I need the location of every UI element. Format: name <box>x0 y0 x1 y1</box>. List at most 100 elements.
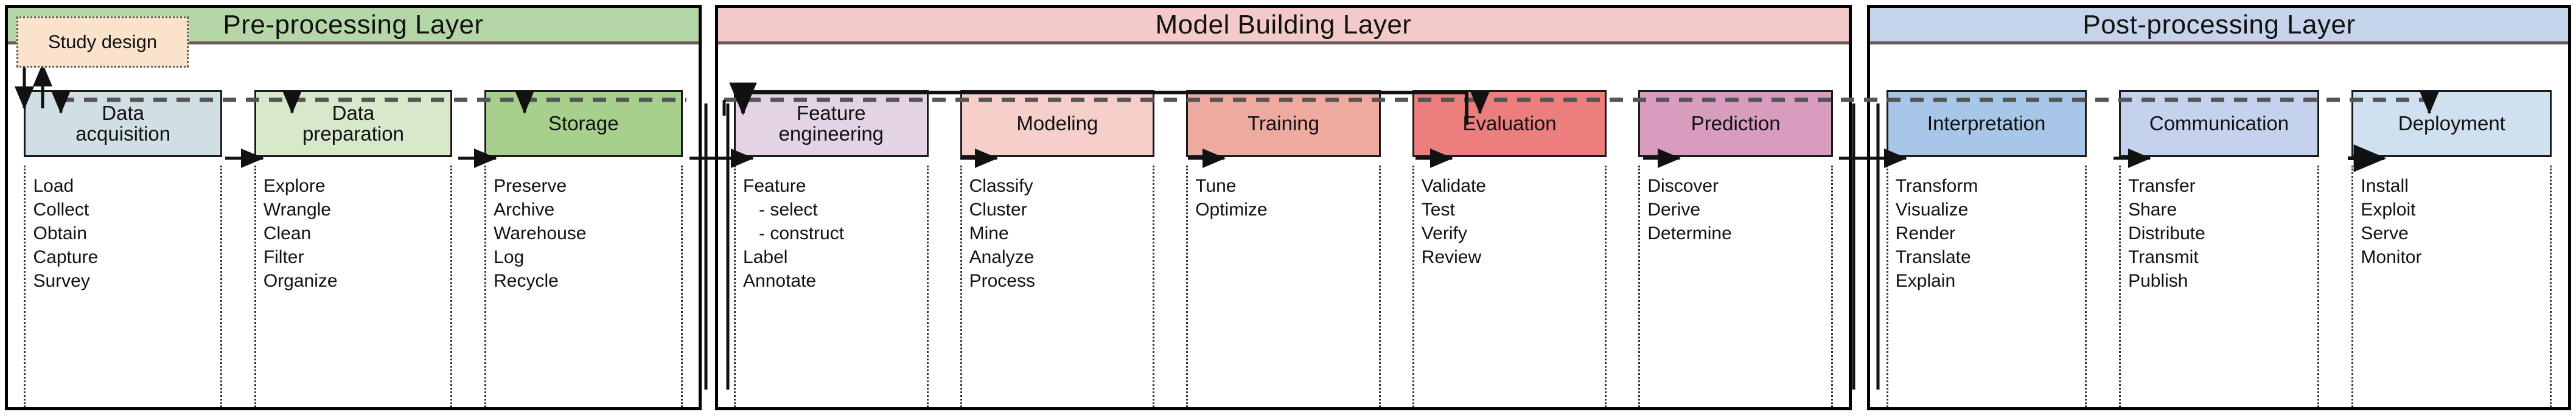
stage-box-communication[interactable]: Communication <box>2119 90 2319 157</box>
stage-box-feature-engineering[interactable]: Feature engineering <box>734 90 929 157</box>
list-item: Label <box>743 247 788 267</box>
item-list-training: Tune Optimize <box>1186 166 1381 407</box>
list-item: - select <box>759 200 818 220</box>
list-item: Transform <box>1895 176 1978 196</box>
list-item: Validate <box>1421 176 1486 196</box>
list-item: Visualize <box>1895 200 1969 220</box>
item-list-modeling: Classify Cluster Mine Analyze Process <box>960 166 1155 407</box>
layer-header-model-building: Model Building Layer <box>718 8 1849 44</box>
columns-pre-processing: Data acquisition Load Collect Obtain Cap… <box>8 44 699 407</box>
stage-label-deployment: Deployment <box>2396 113 2508 134</box>
column-data-acquisition: Data acquisition Load Collect Obtain Cap… <box>8 44 238 407</box>
list-item: Survey <box>33 271 90 291</box>
item-list-evaluation: Validate Test Verify Review <box>1412 166 1607 407</box>
column-prediction: Prediction Discover Derive Determine <box>1622 44 1849 407</box>
stage-label-data-acquisition: Data acquisition <box>73 103 173 144</box>
stage-label-communication: Communication <box>2147 113 2291 134</box>
list-item: Exploit <box>2361 200 2416 220</box>
stage-box-prediction[interactable]: Prediction <box>1638 90 1833 157</box>
stage-line-1: Deployment <box>2398 112 2505 135</box>
list-item: Transmit <box>2128 247 2199 267</box>
list-item: Warehouse <box>494 223 587 243</box>
list-item: Obtain <box>33 223 87 243</box>
column-storage: Storage Preserve Archive Warehouse Log R… <box>469 44 699 407</box>
stage-line-1: Communication <box>2149 112 2289 135</box>
layer-pre-processing: Pre-processing Layer Study design Data a… <box>5 5 702 410</box>
layer-title-post-processing: Post-processing Layer <box>2082 9 2356 40</box>
stage-line-1: Feature <box>796 102 866 125</box>
list-item: Publish <box>2128 271 2188 291</box>
stage-label-storage: Storage <box>546 113 621 134</box>
stage-line-1: Modeling <box>1016 112 1098 135</box>
list-item: Install <box>2361 176 2409 196</box>
list-item: Clean <box>263 223 312 243</box>
study-design-label: Study design <box>47 31 158 52</box>
stage-box-data-acquisition[interactable]: Data acquisition <box>24 90 222 157</box>
stage-box-deployment[interactable]: Deployment <box>2351 90 2552 157</box>
layer-title-pre-processing: Pre-processing Layer <box>223 9 484 40</box>
list-item: Determine <box>1647 223 1732 243</box>
list-item: Serve <box>2361 223 2409 243</box>
item-list-interpretation: Transform Visualize Render Translate Exp… <box>1886 166 2087 407</box>
columns-model-building: Feature engineering Feature - select - c… <box>718 44 1849 407</box>
column-data-preparation: Data preparation Explore Wrangle Clean F… <box>238 44 468 407</box>
stage-line-1: Storage <box>548 112 619 135</box>
list-item: Monitor <box>2361 247 2422 267</box>
stage-line-1: Data <box>102 102 145 125</box>
stage-box-storage[interactable]: Storage <box>484 90 683 157</box>
list-item: Test <box>1421 200 1455 220</box>
stage-box-data-preparation[interactable]: Data preparation <box>254 90 453 157</box>
list-item: Log <box>494 247 525 267</box>
item-list-storage: Preserve Archive Warehouse Log Recycle <box>484 166 683 407</box>
column-deployment: Deployment Install Exploit Serve Monitor <box>2336 44 2568 407</box>
column-training: Training Tune Optimize <box>1170 44 1397 407</box>
stage-label-feature-engineering: Feature engineering <box>777 103 886 144</box>
stage-box-interpretation[interactable]: Interpretation <box>1886 90 2087 157</box>
list-item: Translate <box>1895 247 1971 267</box>
column-interpretation: Interpretation Transform Visualize Rende… <box>1870 44 2103 407</box>
item-list-feature-engineering: Feature - select - construct Label Annot… <box>734 166 929 407</box>
list-item: Mine <box>969 223 1009 243</box>
list-item: Explore <box>263 176 326 196</box>
item-list-deployment: Install Exploit Serve Monitor <box>2351 166 2552 407</box>
list-item: Feature <box>743 176 806 196</box>
stage-line-1: Evaluation <box>1462 112 1557 135</box>
list-item: Filter <box>263 247 304 267</box>
list-item: Capture <box>33 247 99 267</box>
list-item: Review <box>1421 247 1482 267</box>
stage-label-modeling: Modeling <box>1014 113 1100 134</box>
list-item: Wrangle <box>263 200 331 220</box>
stage-line-2: engineering <box>778 122 884 145</box>
stage-label-prediction: Prediction <box>1689 113 1783 134</box>
list-item: Derive <box>1647 200 1701 220</box>
item-list-communication: Transfer Share Distribute Transmit Publi… <box>2119 166 2319 407</box>
list-item: Annotate <box>743 271 817 291</box>
list-item: Collect <box>33 200 89 220</box>
stage-label-training: Training <box>1245 113 1322 134</box>
layer-header-post-processing: Post-processing Layer <box>1870 8 2568 44</box>
stage-label-evaluation: Evaluation <box>1461 113 1559 134</box>
item-list-prediction: Discover Derive Determine <box>1638 166 1833 407</box>
stage-line-1: Prediction <box>1691 112 1781 135</box>
stage-label-interpretation: Interpretation <box>1925 113 2048 134</box>
columns-post-processing: Interpretation Transform Visualize Rende… <box>1870 44 2568 407</box>
stage-line-1: Data <box>332 102 375 125</box>
stage-box-evaluation[interactable]: Evaluation <box>1412 90 1607 157</box>
list-item: Render <box>1895 223 1956 243</box>
stage-line-1: Training <box>1247 112 1319 135</box>
layer-title-model-building: Model Building Layer <box>1155 9 1412 40</box>
list-item: Archive <box>494 200 555 220</box>
list-item: Share <box>2128 200 2177 220</box>
stage-line-2: acquisition <box>75 122 171 145</box>
stage-box-training[interactable]: Training <box>1186 90 1381 157</box>
list-item: Verify <box>1421 223 1467 243</box>
column-modeling: Modeling Classify Cluster Mine Analyze P… <box>944 44 1171 407</box>
list-item: Analyze <box>969 247 1035 267</box>
item-list-data-acquisition: Load Collect Obtain Capture Survey <box>24 166 222 407</box>
list-item: Recycle <box>494 271 559 291</box>
study-design-chip: Study design <box>16 16 189 68</box>
list-item: - construct <box>759 223 845 243</box>
item-list-data-preparation: Explore Wrangle Clean Filter Organize <box>254 166 453 407</box>
stage-box-modeling[interactable]: Modeling <box>960 90 1155 157</box>
